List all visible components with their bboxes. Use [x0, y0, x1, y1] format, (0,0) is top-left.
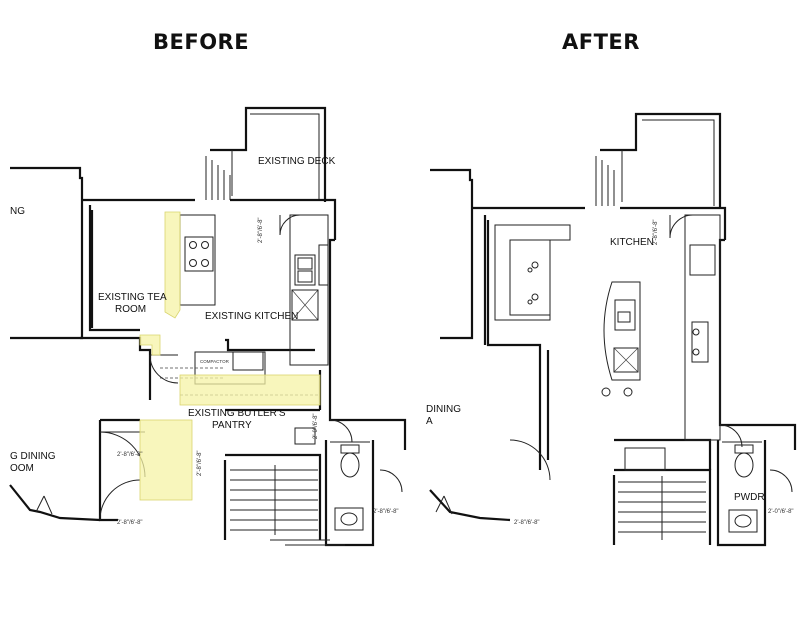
- dim-after-3: 2'-0"/6'-8": [768, 509, 794, 515]
- label-pwdr: PWDR: [734, 492, 765, 503]
- dim-after-2: 2'-8"/6'-8": [514, 520, 540, 526]
- label-existing-kitchen: EXISTING KITCHEN: [205, 311, 298, 322]
- label-existing-butlers: EXISTING BUTLER'S: [188, 408, 286, 419]
- before-walls: [9, 166, 407, 547]
- before-stairs: [230, 465, 345, 546]
- label-dining: G DINING: [10, 451, 56, 462]
- dim-before-1: 2'-8"/6'-8": [258, 217, 264, 243]
- after-doors: [435, 214, 793, 515]
- dim-before-4: 2'-8"/6'-8": [197, 450, 203, 476]
- label-kitchen: KITCHEN: [610, 237, 654, 248]
- after-deck: [595, 112, 722, 208]
- after-labels: KITCHEN PWDR DINING A 2'-8"/6'-8" 2'-8"/…: [426, 219, 794, 526]
- dim-before-5: 2'-8"/6'-8": [373, 509, 399, 515]
- before-plan: EXISTING DECK EXISTING TEA ROOM EXISTING…: [9, 106, 407, 547]
- label-room: ROOM: [115, 304, 146, 315]
- label-dining-room: OOM: [10, 463, 34, 474]
- before-bath-fixtures: [334, 444, 364, 531]
- before-highlights: [139, 211, 321, 501]
- label-existing-tea: EXISTING TEA: [98, 292, 167, 303]
- after-plan: KITCHEN PWDR DINING A 2'-8"/6'-8" 2'-8"/…: [426, 112, 797, 547]
- label-pantry: PANTRY: [212, 420, 252, 431]
- label-dining-after-2: A: [426, 416, 433, 427]
- dim-before-2: 2'-8"/6'-8": [117, 452, 143, 458]
- before-deck: [205, 106, 327, 202]
- after-island: [601, 281, 641, 397]
- before-labels: EXISTING DECK EXISTING TEA ROOM EXISTING…: [10, 156, 399, 526]
- after-cabinets: [494, 214, 721, 471]
- after-heading: AFTER: [562, 30, 640, 54]
- after-walls: [429, 168, 797, 547]
- label-compactor: COMPACTOR: [200, 359, 230, 364]
- after-bath-fixtures: [728, 444, 758, 533]
- dim-before-3: 2'-8"/6'-8": [117, 520, 143, 526]
- before-heading: BEFORE: [153, 30, 250, 54]
- dim-after-1: 2'-8"/6'-8": [653, 219, 659, 245]
- dim-before-6: 2'-0"/6'-8": [313, 413, 319, 439]
- label-existing-deck: EXISTING DECK: [258, 156, 336, 167]
- label-partial-left: NG: [10, 206, 25, 217]
- label-dining-after: DINING: [426, 404, 461, 415]
- after-stairs: [618, 476, 706, 540]
